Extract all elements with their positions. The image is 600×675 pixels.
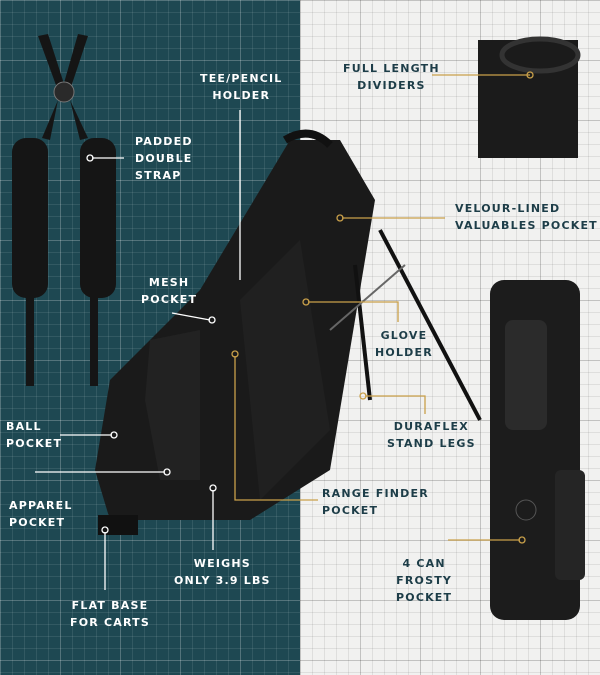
label-apparel-pocket: APPAREL POCKET <box>9 499 73 529</box>
double-strap-image <box>12 34 116 386</box>
label-frosty-pocket: 4 CAN FROSTY POCKET <box>396 557 453 604</box>
label-mesh-pocket: MESH POCKET <box>141 276 198 306</box>
label-tee-pencil-holder: TEE/PENCIL HOLDER <box>200 72 283 102</box>
label-full-length-dividers: FULL LENGTH DIVIDERS <box>343 62 440 92</box>
gold-leaders <box>231 71 534 544</box>
label-padded-double-strap: PADDED DOUBLE STRAP <box>135 135 193 182</box>
label-range-finder-pocket: RANGE FINDER POCKET <box>322 487 429 517</box>
label-glove-holder: GLOVE HOLDER <box>375 329 433 359</box>
back-view-bag-image <box>490 280 585 620</box>
label-ball-pocket: BALL POCKET <box>6 420 63 450</box>
label-weighs: WEIGHS ONLY 3.9 LBS <box>174 557 271 587</box>
label-flat-base: FLAT BASE FOR CARTS <box>70 599 150 629</box>
white-leaders <box>35 110 241 590</box>
golf-bag-image <box>95 129 482 535</box>
label-duraflex-stand-legs: DURAFLEX STAND LEGS <box>387 420 476 450</box>
dividers-inset-image <box>478 36 581 158</box>
label-velour-lined-pocket: VELOUR-LINED VALUABLES POCKET <box>455 202 598 232</box>
